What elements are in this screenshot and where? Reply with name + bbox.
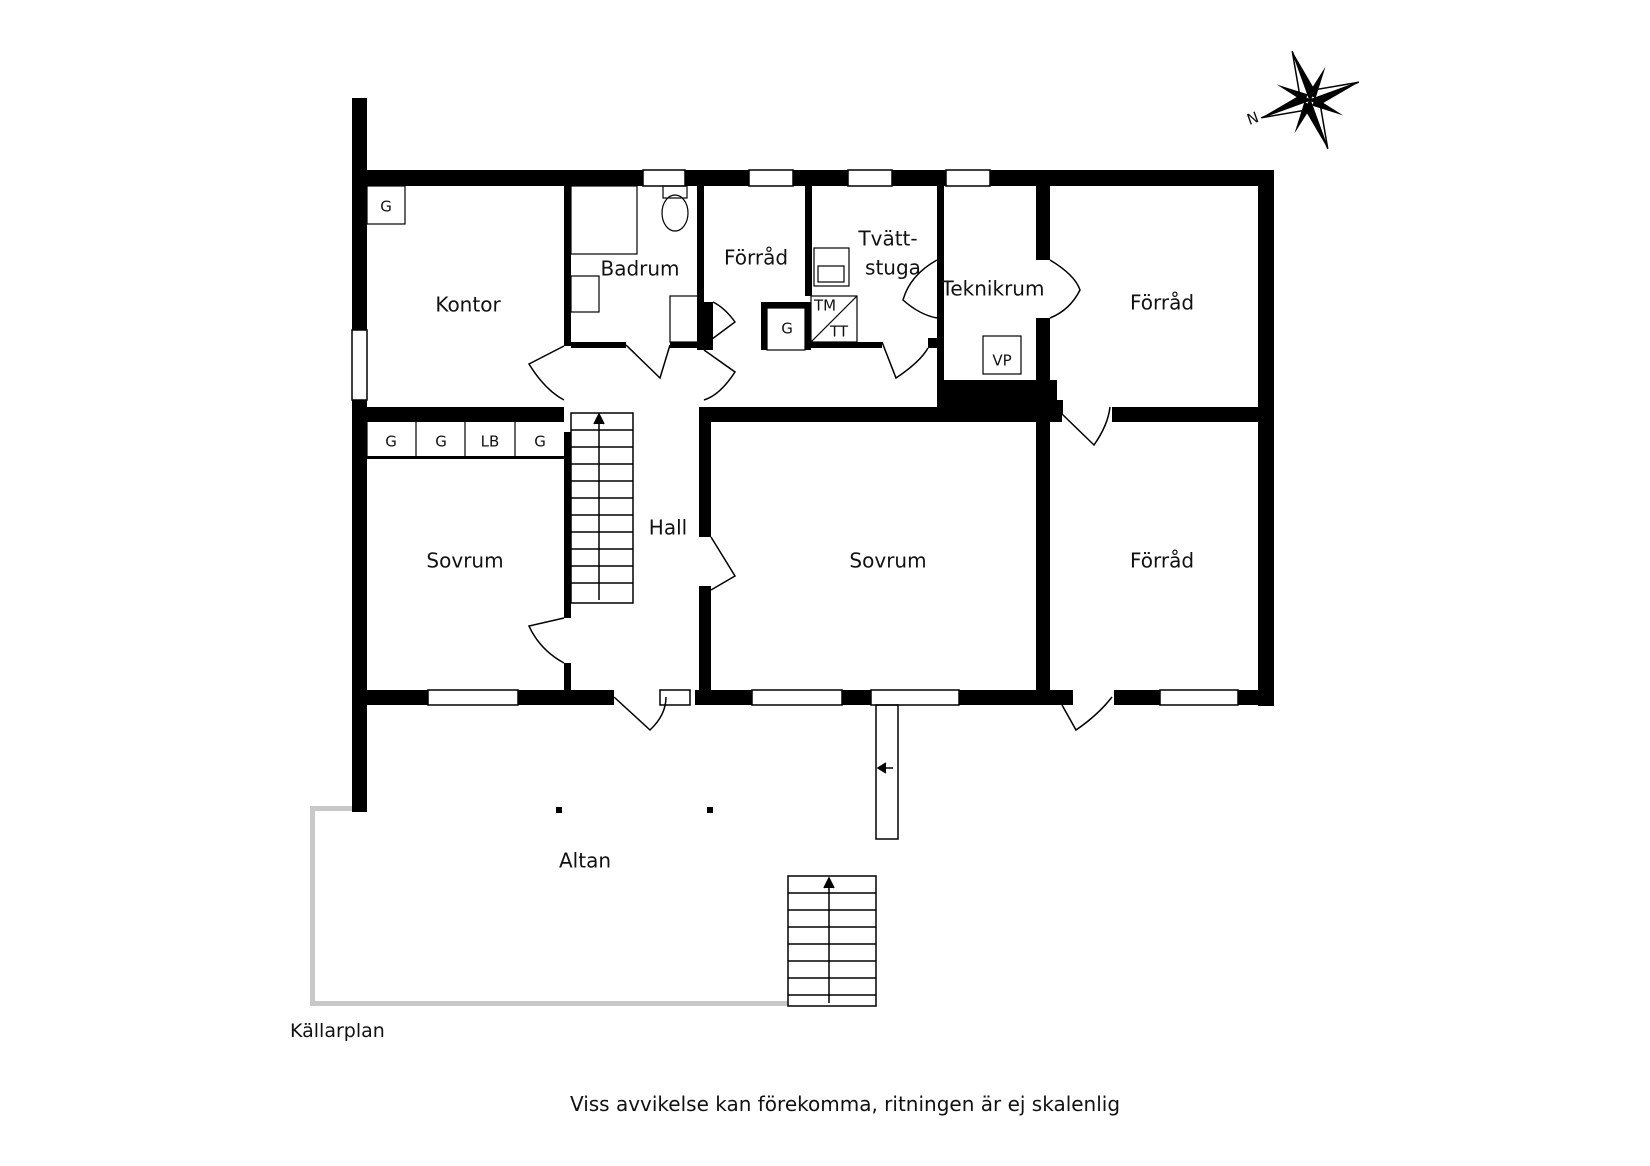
toilet-icon: [661, 194, 689, 232]
exterior-stairs: [787, 704, 899, 1007]
compass-rose-icon: [1260, 50, 1360, 150]
fixture-label-sovrum-closet-2: G: [435, 433, 447, 451]
fixture-label-sovrum-linen: LB: [481, 433, 500, 451]
hall-staircase: [570, 412, 634, 604]
room-label-tvattstuga-line1: Tvätt-: [857, 227, 917, 251]
door-swings: [527, 259, 1113, 732]
fixture-label-sovrum-closet-3: G: [534, 433, 546, 451]
compass-north-label: N: [1244, 108, 1261, 129]
dryer-box: [810, 295, 858, 343]
room-label-sovrum-main: Sovrum: [849, 549, 926, 573]
closets: [366, 185, 806, 459]
sink-icon: [570, 275, 600, 313]
room-label-altan: Altan: [559, 849, 611, 873]
room-label-forrad-ne: Förråd: [1130, 291, 1194, 315]
room-label-sovrum-west: Sovrum: [426, 549, 503, 573]
shower-area: [570, 185, 638, 255]
room-label-forrad-se: Förråd: [1130, 549, 1194, 573]
fixture-label-dryer: TM: [813, 297, 836, 315]
altan-posts: [556, 807, 713, 813]
room-label-badrum: Badrum: [600, 257, 679, 281]
room-label-hall: Hall: [649, 516, 687, 540]
fixture-label-heat-pump: VP: [992, 352, 1011, 370]
room-label-forrad-small: Förråd: [724, 246, 788, 270]
bathroom-fixtures: [570, 185, 1022, 375]
disclaimer-text: Viss avvikelse kan förekomma, ritningen …: [569, 1092, 1121, 1116]
room-label-tvattstuga-line2: stuga: [865, 256, 921, 280]
room-label-kontor: Kontor: [435, 293, 501, 317]
fixture-label-tumble-dryer: TT: [829, 323, 849, 341]
fixture-label-sovrum-closet-1: G: [385, 433, 397, 451]
heat-pump-box: [982, 335, 1022, 375]
fixture-label-kontor-closet: G: [380, 198, 392, 216]
room-label-teknikrum: Teknikrum: [941, 277, 1045, 301]
windows: [351, 169, 1239, 706]
plan-name: Källarplan: [290, 1020, 385, 1042]
laundry-sink-icon: [813, 247, 850, 287]
bathroom-cabinet: [669, 295, 699, 343]
fixture-label-utility-closet: G: [781, 320, 793, 338]
altan-railing: [310, 806, 788, 1006]
